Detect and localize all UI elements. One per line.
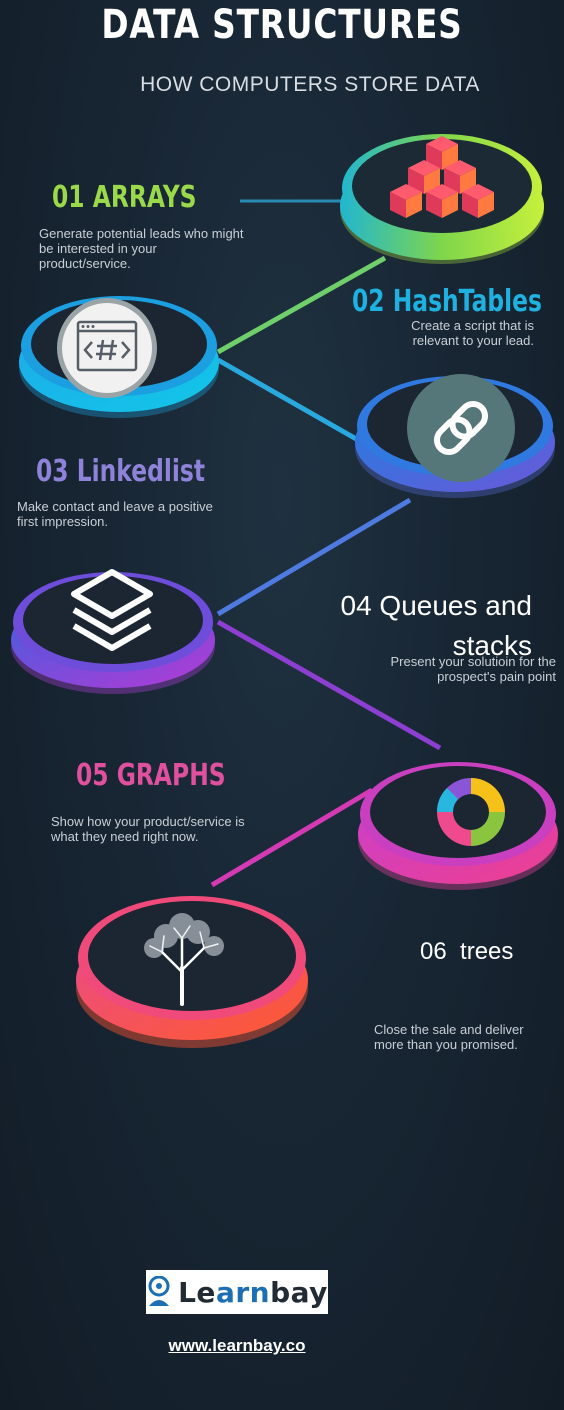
platform-trees [76, 896, 308, 1048]
cubes-icon [390, 136, 494, 218]
platform-queues [11, 569, 215, 694]
item-desc-queues: Present your solutioin for the prospect'… [390, 654, 556, 684]
item-desc-trees: Close the sale and deliver more than you… [374, 1022, 524, 1052]
item-desc-hashtables: Create a script that is relevant to your… [411, 318, 534, 348]
platform-linkedlist [355, 374, 555, 498]
connector-line [216, 497, 412, 617]
connector-line [210, 787, 374, 888]
learnbay-logo[interactable]: Learnbay [146, 1270, 328, 1314]
connector-line [216, 619, 442, 751]
platform-arrays [340, 134, 544, 264]
item-desc-arrays: Generate potential leads who might be in… [39, 226, 244, 271]
item-desc-graphs: Show how your product/service is what th… [51, 814, 245, 844]
chain-link-icon [433, 400, 489, 456]
platform-graphs [358, 762, 558, 890]
item-heading-graphs: 05 GRAPHS [76, 758, 226, 793]
platform-hashtables [19, 296, 219, 418]
page-title: DATA STRUCTURES [101, 2, 463, 48]
item-heading-linkedlist: 03 Linkedlist [36, 454, 206, 489]
layers-icon [71, 569, 153, 651]
tree-canopy [144, 913, 224, 958]
item-heading-hashtables: 02 HashTables [352, 284, 542, 319]
connector-line [216, 357, 360, 443]
item-heading-trees: 06 trees [420, 938, 514, 965]
learnbay-logo-text: Learnbay [178, 1275, 328, 1309]
connector-line [216, 255, 387, 355]
item-heading-arrays: 01 ARRAYS [52, 180, 197, 215]
item-desc-linkedlist: Make contact and leave a positive first … [17, 499, 213, 529]
page-subtitle: HOW COMPUTERS STORE DATA [140, 73, 480, 96]
website-link[interactable]: www.learnbay.co [168, 1336, 306, 1355]
browser-hash-icon [76, 320, 138, 372]
cycle-icon [437, 778, 505, 846]
learnbay-logo-icon [148, 1276, 170, 1306]
item-heading-queues: 04 Queues and stacks [340, 590, 533, 661]
